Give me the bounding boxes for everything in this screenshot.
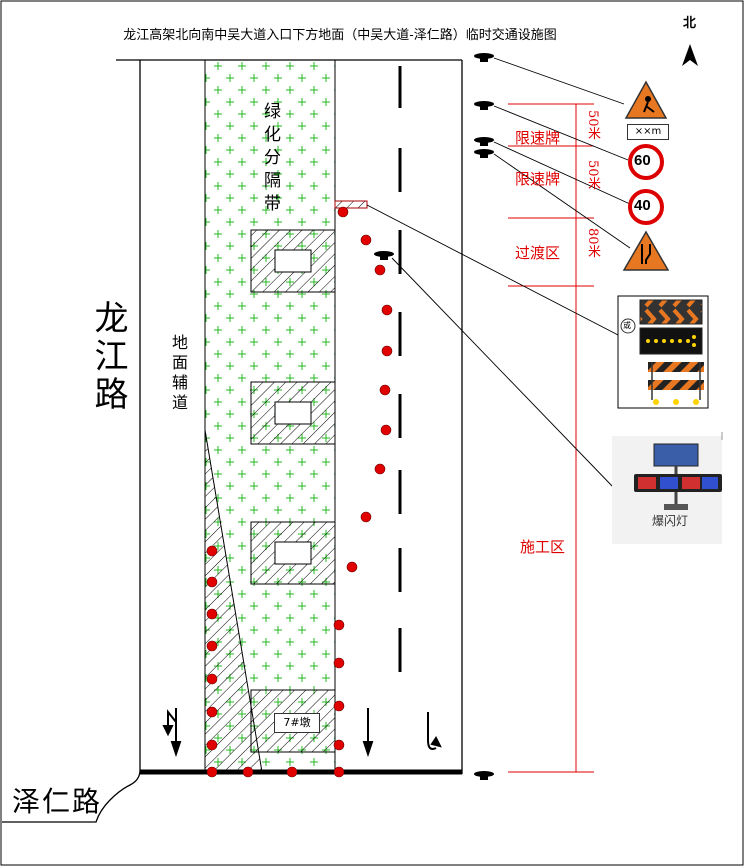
speed-sign-zone-2-label: 限速牌 [515, 170, 561, 188]
flashing-light-caption: 爆闪灯 [652, 514, 689, 528]
zeren-road-label: 泽仁路 [12, 785, 103, 818]
cone [333, 657, 345, 669]
straight-right-arrow [427, 712, 442, 750]
traffic-cones [206, 206, 393, 778]
pier-1 [250, 229, 336, 293]
greenbelt-label: 绿化分隔带 [260, 102, 280, 217]
cone [381, 345, 393, 357]
cone [206, 706, 218, 718]
cone [206, 608, 218, 620]
cone [360, 511, 372, 523]
speed-limit-40-icon [628, 189, 664, 225]
sign-post-markers [374, 53, 494, 780]
transition-zone-label: 过渡区 [515, 244, 561, 262]
speed-40-text: 40 [634, 197, 651, 214]
speed-60-text: 60 [634, 152, 651, 169]
lane-narrowing-sign-icon [622, 230, 670, 271]
flashing-light-illustration [612, 432, 723, 544]
distance-label-2: 50米 [585, 160, 600, 190]
speed-sign-zone-1-label: 限速牌 [515, 129, 561, 147]
pier-3 [250, 521, 336, 585]
cone [206, 576, 218, 588]
cone [374, 264, 386, 276]
cone [206, 739, 218, 751]
cone [333, 700, 345, 712]
arrow-board-marker [334, 200, 368, 209]
cone [346, 561, 358, 573]
pier-7-label: 7#墩 [274, 713, 320, 733]
distance-label-1: 50米 [585, 110, 600, 140]
north-arrow-icon [682, 44, 698, 66]
cone [206, 766, 218, 778]
speed-limit-60-icon [628, 144, 664, 180]
leader-lines [366, 57, 631, 489]
cone [360, 234, 372, 246]
dimension-lines [508, 103, 594, 773]
cone [333, 766, 345, 778]
cone [206, 545, 218, 557]
cone [337, 206, 349, 218]
cone [380, 424, 392, 436]
distance-label-3: 80米 [585, 228, 600, 258]
road-work-sign-icon [624, 80, 668, 119]
arrow-board-illustration [617, 295, 709, 409]
straight-left-arrow [162, 708, 182, 758]
longjiang-road-label: 龙江路 [88, 300, 128, 414]
cone [381, 304, 393, 316]
straight-arrow [362, 708, 374, 758]
work-zone-label: 施工区 [520, 538, 566, 556]
cone [286, 766, 298, 778]
diagram-title: 龙江高架北向南中吴大道入口下方地面（中吴大道-泽仁路）临时交通设施图 [123, 28, 557, 43]
cone [206, 673, 218, 685]
cone [242, 766, 254, 778]
distance-plate: ××m [627, 124, 669, 140]
arrow-board-or-mark: 或 [623, 321, 631, 330]
cone [333, 739, 345, 751]
cone [333, 619, 345, 631]
north-label: 北 [683, 16, 697, 31]
cone [206, 640, 218, 652]
pier-2 [250, 381, 336, 445]
cone [374, 463, 386, 475]
longjiang-road-edge [2, 60, 141, 823]
cone [379, 384, 391, 396]
side-road-label: 地面辅道 [169, 334, 188, 414]
